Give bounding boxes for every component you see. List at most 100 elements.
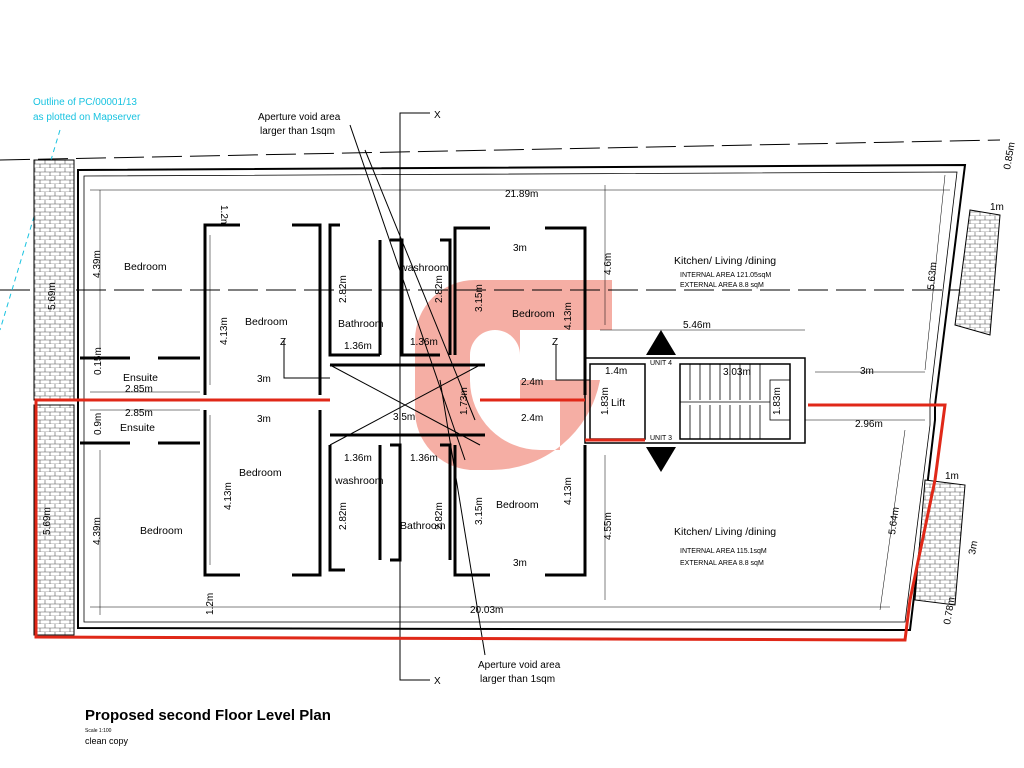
dimension-labels-h: 21.89m 20.03m 2.85m 2.85m 3m 3m 3m 3m 3m…: [125, 189, 1004, 616]
mapserver-outline: [0, 129, 61, 331]
dim-3-5: 3.5m: [393, 412, 415, 423]
dim-1-36-4: 1.36m: [410, 453, 438, 464]
annotations: Outline of PC/00001/13 as plotted on Map…: [33, 97, 561, 687]
room-bedroom-6: Bedroom: [496, 499, 539, 511]
room-bedroom-1: Bedroom: [124, 261, 167, 273]
dim-2-82-2: 2.82m: [434, 275, 445, 303]
dim-5-69-top: 5.69m: [47, 282, 58, 310]
outline-label-2: as plotted on Mapserver: [33, 112, 141, 123]
upper-internal-area: INTERNAL AREA 121.05sqM: [680, 272, 771, 279]
dim-5-46: 5.46m: [683, 320, 711, 331]
room-bathroom-2: Bathroom: [400, 520, 446, 532]
unit-4-label: UNIT 4: [650, 360, 672, 367]
section-lines: [283, 112, 590, 681]
dim-4-13-1: 4.13m: [219, 317, 230, 345]
arrow-icons: [646, 330, 676, 472]
lower-external-area: EXTERNAL AREA 8.8 sqM: [680, 560, 764, 567]
dim-5-63: 5.63m: [926, 262, 939, 291]
dim-1-2-top: 1.2m: [218, 205, 229, 227]
dim-1-36-3: 1.36m: [344, 453, 372, 464]
room-bedroom-5: Bedroom: [140, 525, 183, 537]
brick-walls: [33, 159, 1001, 636]
dim-0-78: 0.78m: [942, 596, 958, 625]
dim-3m-3: 3m: [513, 243, 527, 254]
arrow-down-icon: [646, 447, 676, 472]
room-kitchen-2: Kitchen/ Living /dining: [674, 526, 776, 538]
void-label-top-1: Aperture void area: [258, 112, 341, 123]
dim-3m-6: 3m: [967, 540, 980, 556]
dim-3m-5: 3m: [860, 366, 874, 377]
section-z-right: Z: [552, 337, 558, 348]
room-bedroom-3: Bedroom: [512, 308, 555, 320]
dim-4-13-2: 4.13m: [223, 482, 234, 510]
section-z-left: Z: [280, 337, 286, 348]
dim-20-03: 20.03m: [470, 605, 503, 616]
dim-1-83-2: 1.83m: [772, 387, 783, 415]
dim-5-64: 5.64m: [887, 506, 902, 535]
room-kitchen-1: Kitchen/ Living /dining: [674, 255, 776, 267]
lower-internal-area: INTERNAL AREA 115.1sqM: [680, 548, 767, 555]
void-label-bottom-1: Aperture void area: [478, 660, 561, 671]
room-ensuite-1: Ensuite: [123, 372, 158, 384]
dimension-labels-v: 0.85m 0.78m 5.63m 5.64m 5.69m 5.69m 4.39…: [42, 141, 1018, 625]
dim-2-82-4: 2.82m: [434, 502, 445, 530]
interior-walls: [80, 223, 587, 577]
building-walls: [77, 163, 967, 632]
upper-external-area: EXTERNAL AREA 8.8 sqM: [680, 282, 764, 289]
section-x-bottom: X: [434, 676, 441, 687]
section-x-top: X: [434, 110, 441, 121]
watermark-logo-icon: [414, 280, 612, 471]
drawing-title: Proposed second Floor Level Plan: [85, 707, 331, 724]
dim-2-96: 2.96m: [855, 419, 883, 430]
dimension-lines: [90, 174, 950, 615]
drawing-scale: Scale 1:100: [85, 728, 112, 734]
dim-3m-4: 3m: [513, 558, 527, 569]
dim-0-15: 0.15m: [93, 347, 104, 375]
dim-1-73: 1.73m: [459, 387, 470, 415]
room-bedroom-2: Bedroom: [245, 316, 288, 328]
dim-1-2-bottom: 1.2m: [205, 593, 216, 615]
dim-1m-1: 1m: [945, 471, 959, 482]
dim-2-4-top: 2.4m: [521, 377, 543, 388]
dim-1m-2: 1m: [990, 202, 1004, 213]
arrow-up-icon: [646, 330, 676, 355]
dim-0-9: 0.9m: [93, 413, 104, 435]
void-label-top-2: larger than 1sqm: [260, 126, 335, 137]
dim-4-13-3: 4.13m: [563, 302, 574, 330]
dim-3m-2: 3m: [257, 414, 271, 425]
dim-2-4-bottom: 2.4m: [521, 413, 543, 424]
outline-label-1: Outline of PC/00001/13: [33, 97, 137, 108]
room-labels: Bedroom Bedroom Bedroom Bedroom Bedroom …: [120, 255, 776, 538]
dim-1-4: 1.4m: [605, 366, 627, 377]
room-ensuite-2: Ensuite: [120, 422, 155, 434]
site-dashed-line: [0, 139, 1001, 291]
void-label-bottom-2: larger than 1sqm: [480, 674, 555, 685]
unit-3-label: UNIT 3: [650, 435, 672, 442]
dim-2-85-bottom: 2.85m: [125, 408, 153, 419]
area-labels: INTERNAL AREA 121.05sqM EXTERNAL AREA 8.…: [680, 272, 771, 567]
dim-1-36-2: 1.36m: [410, 337, 438, 348]
dim-2-82-1: 2.82m: [338, 275, 349, 303]
dim-1-83-1: 1.83m: [600, 387, 611, 415]
dim-2-82-3: 2.82m: [338, 502, 349, 530]
room-lift: Lift: [611, 397, 625, 409]
dim-4-6: 4.6m: [603, 253, 614, 275]
dim-4-55: 4.55m: [603, 512, 614, 540]
drawing-subtitle: clean copy: [85, 736, 129, 746]
dim-4-39-bottom: 4.39m: [92, 517, 103, 545]
dim-4-39-top: 4.39m: [92, 250, 103, 278]
room-bedroom-4: Bedroom: [239, 467, 282, 479]
dim-0-85: 0.85m: [1002, 141, 1018, 170]
dim-3-15-bottom: 3.15m: [474, 497, 485, 525]
dim-3-15-top: 3.15m: [474, 284, 485, 312]
room-washroom-1: washroom: [399, 262, 449, 274]
dim-3-03: 3.03m: [723, 367, 751, 378]
dim-3m-1: 3m: [257, 374, 271, 385]
room-bathroom-1: Bathroom: [338, 318, 384, 330]
dim-1-36-1: 1.36m: [344, 341, 372, 352]
room-washroom-2: washroom: [334, 475, 384, 487]
dim-4-13-4: 4.13m: [563, 477, 574, 505]
dim-21-89: 21.89m: [505, 189, 538, 200]
title-block: Proposed second Floor Level Plan Scale 1…: [85, 707, 331, 746]
